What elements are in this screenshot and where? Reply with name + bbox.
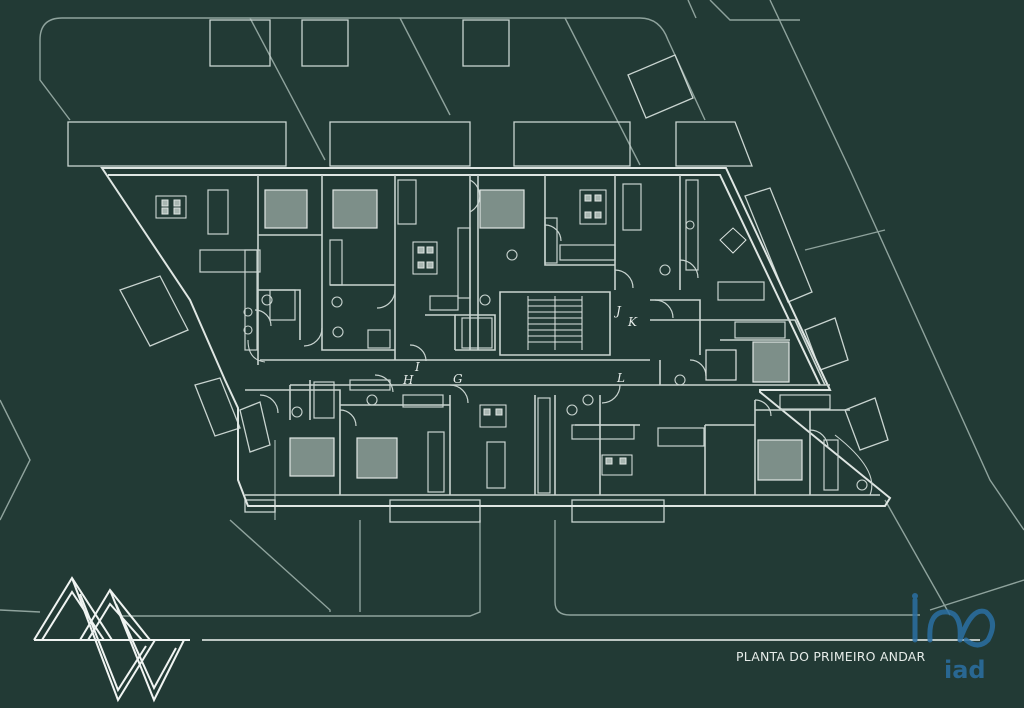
site-context bbox=[0, 0, 1024, 617]
plan-title: PLANTA DO PRIMEIRO ANDAR bbox=[736, 649, 926, 664]
bathroom-fixtures bbox=[243, 220, 873, 496]
interior-walls bbox=[245, 175, 880, 496]
outdoor-boxes bbox=[67, 19, 889, 523]
unit-label-i: I bbox=[414, 360, 420, 374]
building-outline bbox=[100, 167, 892, 507]
unit-label-j: J bbox=[613, 304, 622, 318]
beds bbox=[264, 189, 803, 481]
unit-labels: I H G J K L bbox=[402, 304, 638, 387]
unit-label-g: G bbox=[453, 372, 463, 386]
unit-label-k: K bbox=[627, 315, 638, 329]
unit-label-h: H bbox=[402, 373, 414, 387]
iad-watermark: iad bbox=[912, 593, 995, 684]
staircase bbox=[527, 296, 583, 350]
iad-brand-text: iad bbox=[944, 656, 986, 684]
architect-logo bbox=[33, 576, 190, 703]
dining-tables bbox=[155, 189, 747, 476]
unit-label-l: L bbox=[616, 371, 625, 385]
iad-logo-mark bbox=[912, 597, 995, 648]
sofas-and-cabinets bbox=[199, 179, 839, 494]
